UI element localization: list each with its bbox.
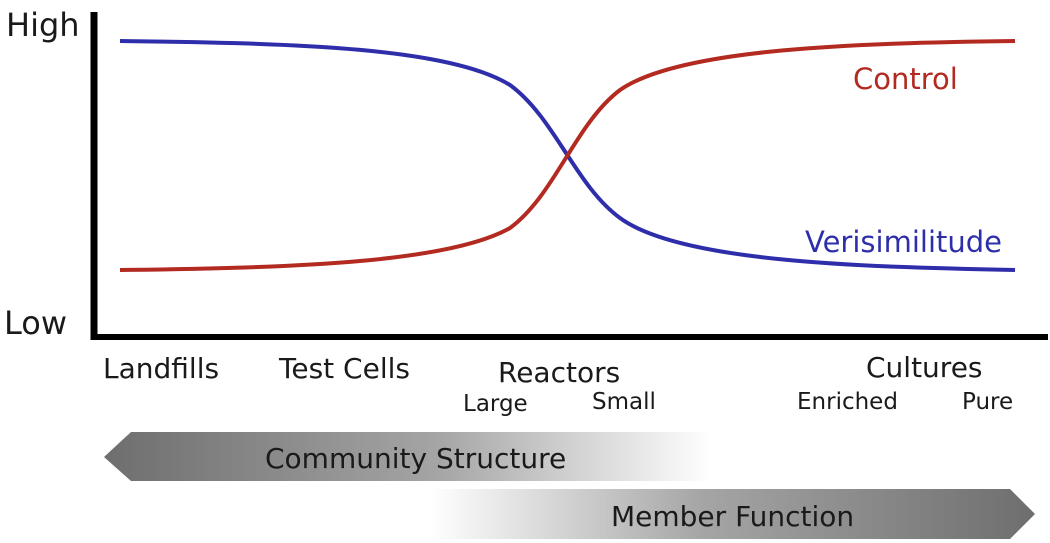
control-series-label: Control (853, 62, 958, 96)
y-axis-high-label: High (6, 6, 80, 44)
verisimilitude-series-label: Verisimilitude (805, 225, 1002, 259)
member-function-arrow (430, 489, 1035, 539)
control-curve (119, 39, 1016, 272)
category-reactors-large: Large (463, 391, 528, 417)
community-structure-label: Community Structure (265, 442, 566, 475)
verisimilitude-curve (119, 39, 1016, 272)
category-cultures: Cultures (866, 351, 983, 384)
category-reactors-small: Small (592, 389, 656, 415)
community-structure-arrow (104, 432, 712, 481)
member-function-label: Member Function (611, 500, 854, 533)
category-test-cells: Test Cells (278, 352, 410, 385)
category-cultures-enriched: Enriched (797, 389, 898, 415)
category-reactors: Reactors (498, 356, 620, 389)
category-landfills: Landfills (103, 352, 219, 385)
category-cultures-pure: Pure (962, 389, 1013, 415)
y-axis-low-label: Low (4, 304, 67, 342)
